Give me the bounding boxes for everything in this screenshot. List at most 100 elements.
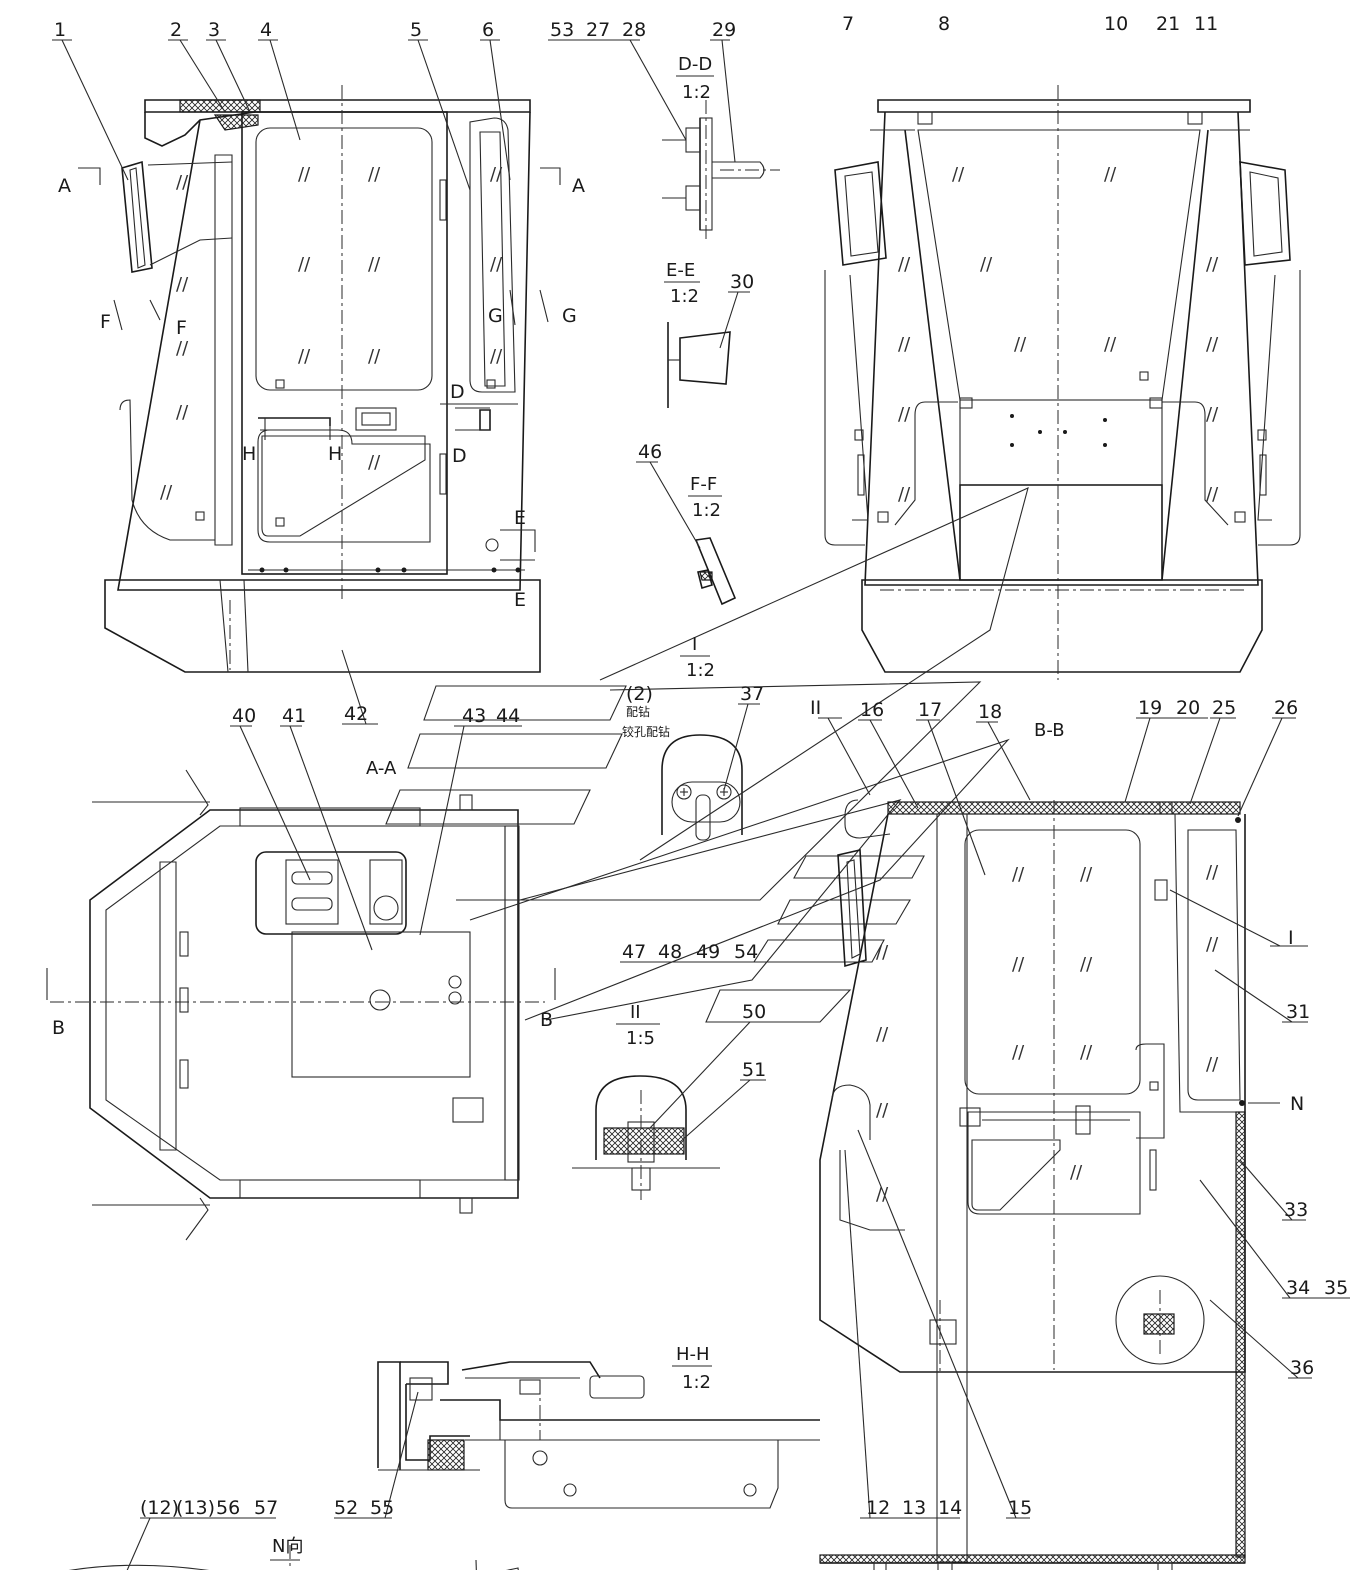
ff-scale: 1:2 (692, 500, 721, 521)
svg-text://: // (898, 334, 911, 355)
svg-text:B: B (52, 1017, 65, 1039)
dd-title: D-D (678, 54, 712, 75)
svg-text://: // (176, 402, 189, 423)
section-aa (46, 769, 556, 1241)
svg-text:D: D (450, 381, 465, 403)
callout-16: 16 (860, 699, 884, 721)
callout-20: 20 (1176, 697, 1200, 719)
section-bb (819, 799, 1280, 1570)
callout-37: 37 (740, 683, 764, 705)
svg-text://: // (898, 254, 911, 275)
bb-title: B-B (1034, 720, 1065, 741)
svg-text:G: G (488, 305, 503, 327)
svg-text:E: E (514, 507, 526, 529)
front-view (78, 85, 561, 673)
callout-2: 2 (170, 19, 182, 41)
svg-text://: // (1206, 862, 1219, 883)
svg-text://: // (176, 338, 189, 359)
callout-12-ref: (12) (140, 1497, 179, 1519)
svg-text://: // (176, 172, 189, 193)
svg-text://: // (876, 1184, 889, 1205)
view-titles: D-D 1:2 E-E 1:2 F-F 1:2 I 1:2 配钻 铰孔配钻 II… (272, 54, 1065, 1557)
callout-51: 51 (742, 1059, 766, 1081)
section-dd (662, 100, 780, 240)
callout-57: 57 (254, 1497, 278, 1519)
callout-2-ref: (2) (626, 683, 653, 705)
detail-ii-title: II (630, 1002, 641, 1023)
svg-text://: // (1104, 334, 1117, 355)
callout-46: 46 (638, 441, 662, 463)
svg-text:H: H (328, 443, 342, 465)
callout-25: 25 (1212, 697, 1236, 719)
callout-33: 33 (1284, 1199, 1308, 1221)
svg-text://: // (1206, 1054, 1219, 1075)
svg-text:F: F (100, 311, 111, 333)
svg-text://: // (368, 452, 381, 473)
section-hh (377, 1361, 820, 1509)
svg-text://: // (898, 484, 911, 505)
detail-i-title: I (692, 634, 697, 655)
ff-title: F-F (690, 474, 717, 495)
svg-text://: // (1070, 1162, 1083, 1183)
detail-i-scale: 1:2 (686, 660, 715, 681)
hh-title: H-H (676, 1344, 710, 1365)
callout-5: 5 (410, 19, 422, 41)
hh-scale: 1:2 (682, 1372, 711, 1393)
callout-12: 12 (866, 1497, 890, 1519)
callout-15: 15 (1008, 1497, 1032, 1519)
ee-title: E-E (666, 260, 695, 281)
callout-30: 30 (730, 271, 754, 293)
callout-41: 41 (282, 705, 306, 727)
callout-numbers: 1 2 3 4 5 6 7 8 10 21 11 53 27 28 29 30 … (54, 13, 1348, 1519)
callout-28: 28 (622, 19, 646, 41)
svg-text://: // (1206, 404, 1219, 425)
callout-44: 44 (496, 705, 520, 727)
svg-text://: // (952, 164, 965, 185)
callout-48: 48 (658, 941, 682, 963)
svg-text://: // (1080, 864, 1093, 885)
callout-14: 14 (938, 1497, 962, 1519)
rear-view (824, 85, 1301, 680)
svg-text://: // (1104, 164, 1117, 185)
leader-lines (52, 39, 1350, 1570)
svg-text://: // (1012, 954, 1025, 975)
callout-49: 49 (696, 941, 720, 963)
svg-text://: // (368, 346, 381, 367)
detail-i (661, 734, 743, 841)
callout-56: 56 (216, 1497, 240, 1519)
svg-text://: // (490, 254, 503, 275)
svg-text:G: G (562, 305, 577, 327)
detail-ii-scale: 1:5 (626, 1028, 655, 1049)
callout-29: 29 (712, 19, 736, 41)
callout-54: 54 (734, 941, 758, 963)
svg-text:II: II (810, 697, 821, 719)
callout-47: 47 (622, 941, 646, 963)
svg-text:D: D (452, 445, 467, 467)
callout-13: 13 (902, 1497, 926, 1519)
svg-text://: // (368, 254, 381, 275)
ee-scale: 1:2 (670, 286, 699, 307)
svg-text://: // (876, 1024, 889, 1045)
detail-i-note-2: 铰孔配钻 (622, 724, 670, 739)
callout-10: 10 (1104, 13, 1128, 35)
svg-text://: // (876, 942, 889, 963)
callout-17: 17 (918, 699, 942, 721)
svg-text:F: F (176, 317, 187, 339)
callout-18: 18 (978, 701, 1002, 723)
svg-text://: // (1012, 864, 1025, 885)
section-letters: A A F F G G D D H H E E B B I N II (52, 175, 1304, 1115)
svg-text:H: H (242, 443, 256, 465)
svg-text://: // (1080, 1042, 1093, 1063)
callout-36: 36 (1290, 1357, 1314, 1379)
callout-19: 19 (1138, 697, 1162, 719)
callout-43: 43 (462, 705, 486, 727)
svg-text://: // (898, 404, 911, 425)
callout-26: 26 (1274, 697, 1298, 719)
section-ee (667, 322, 731, 408)
callout-34: 34 (1286, 1277, 1310, 1299)
callout-6: 6 (482, 19, 494, 41)
callout-11: 11 (1194, 13, 1218, 35)
svg-text:A: A (572, 175, 585, 197)
svg-text://: // (490, 164, 503, 185)
